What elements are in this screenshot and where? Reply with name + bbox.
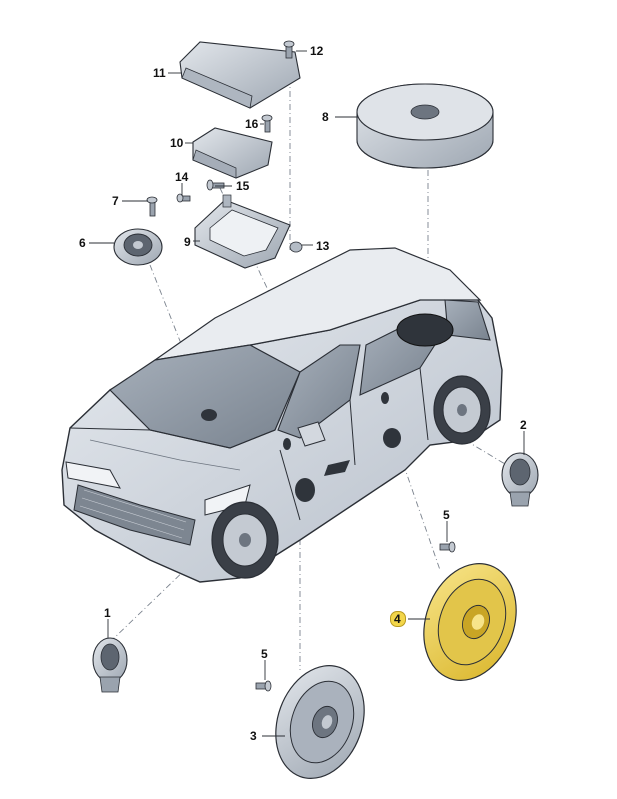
amplifier: [192, 127, 273, 179]
right-tweeter: [501, 452, 539, 507]
screw-5-upper: [439, 541, 456, 553]
screw-12: [283, 40, 295, 59]
amplifier-cover: [179, 41, 301, 109]
callout-number-2: 2: [520, 418, 527, 432]
callout-number-10: 10: [170, 136, 184, 150]
callout-number-12: 12: [310, 44, 324, 58]
callout-number-5-lower: 5: [261, 647, 268, 661]
callout-number-8: 8: [322, 110, 329, 124]
screw-16: [261, 114, 273, 133]
left-tweeter: [92, 637, 128, 693]
nut-13: [289, 241, 303, 253]
callout-number-7: 7: [112, 194, 119, 208]
bracket: [194, 194, 291, 269]
callout-number-14: 14: [175, 170, 189, 184]
callout-number-15: 15: [236, 179, 250, 193]
callout-number-5-upper: 5: [443, 508, 450, 522]
screw-15: [206, 179, 225, 191]
callout-number-16: 16: [245, 117, 259, 131]
callout-number-13: 13: [316, 239, 330, 253]
callout-number-4: 4: [394, 612, 401, 626]
callout-number-3: 3: [250, 729, 257, 743]
callout-number-11: 11: [153, 66, 166, 80]
right-door-speaker-highlighted: [423, 563, 517, 681]
screw-7: [146, 196, 158, 217]
subwoofer: [356, 83, 494, 169]
highlight-badge: [390, 611, 406, 627]
callout-number-6: 6: [79, 236, 86, 250]
car-body: [61, 247, 503, 583]
callout-leaders: [89, 50, 525, 737]
screw-5-lower: [255, 680, 272, 692]
callout-number-9: 9: [184, 235, 191, 249]
dashboard-speaker: [113, 228, 163, 266]
callout-number-1: 1: [104, 606, 111, 620]
left-door-speaker: [275, 665, 365, 779]
screw-14: [176, 193, 191, 203]
